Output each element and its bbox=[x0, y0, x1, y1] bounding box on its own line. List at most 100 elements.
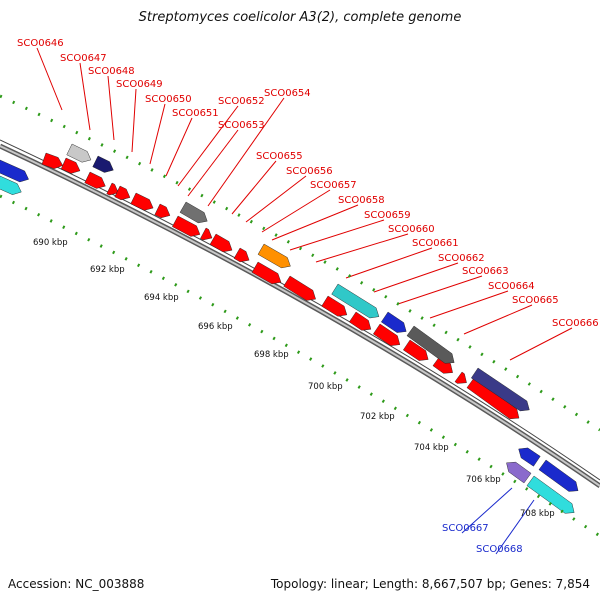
tick-label-5: 700 kbp bbox=[308, 382, 343, 392]
leader-line-10 bbox=[245, 175, 307, 223]
gene-arrow-14 bbox=[349, 311, 372, 331]
gene-label-sco0666: SCO0666 bbox=[552, 318, 599, 329]
gene-arrow-24 bbox=[331, 283, 380, 319]
accession-text: Accession: NC_003888 bbox=[8, 577, 145, 591]
gene-label-sco0654: SCO0654 bbox=[264, 88, 311, 99]
gene-arrow-31 bbox=[506, 461, 532, 484]
tick-label-4: 698 kbp bbox=[254, 350, 289, 360]
gene-label-sco0667: SCO0667 bbox=[442, 523, 489, 534]
leader-line-6 bbox=[177, 105, 239, 187]
leader-line-11 bbox=[261, 189, 331, 233]
gene-label-sco0652: SCO0652 bbox=[218, 96, 265, 107]
gene-label-sco0663: SCO0663 bbox=[462, 266, 509, 277]
gene-arrow-8 bbox=[200, 227, 213, 241]
gene-arrow-0 bbox=[41, 152, 64, 169]
leader-line-4 bbox=[149, 103, 166, 165]
backbone-highlight bbox=[0, 145, 600, 487]
gene-arrow-20 bbox=[66, 143, 92, 163]
gene-arrow-18 bbox=[454, 371, 467, 384]
leader-line-14 bbox=[315, 233, 409, 263]
leader-line-22 bbox=[495, 499, 535, 555]
gene-arrow-6 bbox=[154, 203, 171, 219]
leader-line-13 bbox=[289, 219, 385, 251]
gene-arrow-26 bbox=[406, 325, 455, 364]
gene-arrow-5 bbox=[130, 192, 154, 211]
tick-label-0: 690 kbp bbox=[33, 238, 68, 248]
gene-label-sco0661: SCO0661 bbox=[412, 238, 459, 249]
leader-line-1 bbox=[79, 62, 91, 131]
backbone-line bbox=[0, 143, 600, 489]
gene-arrow-2 bbox=[84, 171, 106, 189]
gene-arrow-30 bbox=[518, 447, 541, 467]
tick-label-8: 706 kbp bbox=[466, 475, 501, 485]
tick-label-2: 694 kbp bbox=[144, 293, 179, 303]
gene-arrow-15 bbox=[373, 323, 401, 346]
tick-label-3: 696 kbp bbox=[198, 322, 233, 332]
gene-label-sco0651: SCO0651 bbox=[172, 108, 219, 119]
gene-label-sco0657: SCO0657 bbox=[310, 180, 357, 191]
gene-arrow-23 bbox=[257, 243, 291, 269]
gene-arrow-7 bbox=[172, 215, 201, 237]
scale-track-lower bbox=[0, 194, 600, 538]
leader-line-16 bbox=[373, 262, 459, 293]
leader-line-3 bbox=[131, 88, 137, 153]
gene-label-sco0664: SCO0664 bbox=[488, 281, 535, 292]
tick-label-7: 704 kbp bbox=[414, 443, 449, 453]
gene-labels: SCO0646SCO0647SCO0648SCO0649SCO0650SCO06… bbox=[17, 38, 599, 555]
leader-line-12 bbox=[271, 204, 359, 241]
gene-arrow-11 bbox=[251, 261, 282, 285]
map-title: Streptomyces coelicolor A3(2), complete … bbox=[138, 10, 462, 25]
leader-line-21 bbox=[461, 487, 513, 534]
gene-arrow-22 bbox=[179, 201, 208, 224]
scale-track-upper bbox=[0, 94, 600, 432]
gene-arrow-25 bbox=[381, 311, 407, 333]
gene-label-sco0649: SCO0649 bbox=[116, 79, 163, 90]
leader-line-2 bbox=[107, 75, 115, 141]
gene-arrow-32 bbox=[538, 459, 579, 492]
gene-arrow-33 bbox=[526, 475, 575, 514]
gene-arrow-4 bbox=[114, 185, 131, 201]
gene-arrow-10 bbox=[233, 247, 250, 263]
gene-arrow-9 bbox=[209, 233, 233, 253]
gene-arrow-16 bbox=[403, 339, 429, 361]
label-leader-lines bbox=[36, 47, 573, 555]
gene-arrow-1 bbox=[60, 157, 81, 174]
leader-line-17 bbox=[397, 275, 483, 305]
gene-label-sco0646: SCO0646 bbox=[17, 38, 64, 49]
gene-arrow-12 bbox=[283, 275, 316, 301]
feature-tracks bbox=[0, 139, 600, 514]
tick-label-9: 708 kbp bbox=[520, 509, 555, 519]
gene-arrow-27 bbox=[471, 367, 530, 412]
gene-arrow-29 bbox=[0, 175, 22, 195]
gene-label-sco0653: SCO0653 bbox=[218, 120, 265, 131]
gene-label-sco0647: SCO0647 bbox=[60, 53, 107, 64]
leader-line-8 bbox=[207, 97, 285, 207]
gene-label-sco0659: SCO0659 bbox=[364, 210, 411, 221]
gene-label-sco0662: SCO0662 bbox=[438, 253, 485, 264]
genome-summary-text: Topology: linear; Length: 8,667,507 bp; … bbox=[270, 577, 590, 591]
leader-line-18 bbox=[429, 290, 509, 319]
gene-label-sco0656: SCO0656 bbox=[286, 166, 333, 177]
leader-line-9 bbox=[231, 160, 277, 215]
gene-label-sco0648: SCO0648 bbox=[88, 66, 135, 77]
leader-line-15 bbox=[345, 247, 433, 279]
gene-label-sco0655: SCO0655 bbox=[256, 151, 303, 162]
gene-label-sco0658: SCO0658 bbox=[338, 195, 385, 206]
tick-label-1: 692 kbp bbox=[90, 265, 125, 275]
gene-arrow-3 bbox=[106, 182, 119, 196]
gene-arrow-13 bbox=[321, 295, 348, 317]
tick-label-6: 702 kbp bbox=[360, 412, 395, 422]
gene-arrow-21 bbox=[92, 155, 114, 173]
gene-arrow-28 bbox=[0, 159, 29, 183]
leader-line-19 bbox=[463, 304, 533, 335]
leader-line-5 bbox=[165, 117, 193, 177]
leader-line-0 bbox=[36, 47, 63, 111]
gene-label-sco0665: SCO0665 bbox=[512, 295, 559, 306]
leader-line-20 bbox=[509, 327, 573, 361]
gene-label-sco0660: SCO0660 bbox=[388, 224, 435, 235]
scale-ticks: 690 kbp 692 kbp 694 kbp 696 kbp 698 kbp 700 k… bbox=[0, 94, 600, 538]
leader-line-7 bbox=[187, 129, 239, 197]
gene-label-sco0650: SCO0650 bbox=[145, 94, 192, 105]
